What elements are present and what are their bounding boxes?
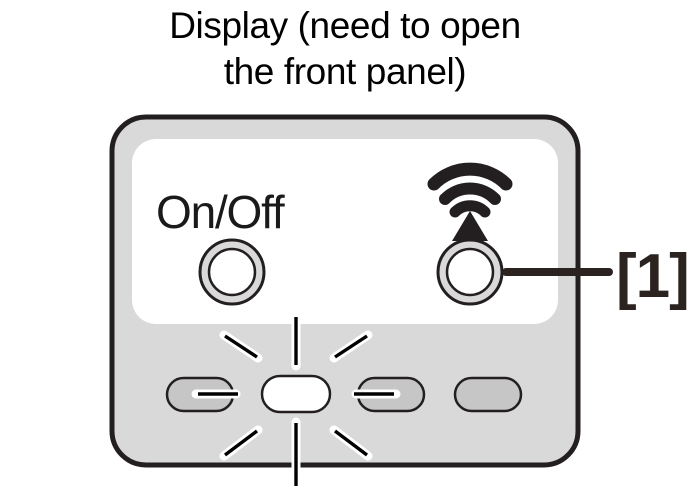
power-button-label: On/Off — [156, 186, 285, 238]
wifi-arc-outer — [427, 162, 513, 191]
ray-downright — [333, 429, 369, 457]
ray-downleft — [223, 429, 259, 457]
caption-line-2: the front panel) — [224, 51, 466, 92]
led-2-lit[interactable] — [260, 374, 332, 414]
ray-upleft — [224, 334, 258, 359]
figure-caption: Display (need to open the front panel) — [169, 5, 521, 92]
ray-upright — [334, 334, 368, 359]
wifi-triangle-icon — [452, 211, 488, 241]
led-4[interactable] — [453, 376, 523, 413]
power-button[interactable] — [198, 238, 266, 306]
callout-label: [1] — [616, 242, 689, 311]
caption-line-1: Display (need to open — [169, 5, 521, 46]
wifi-arc-middle — [439, 182, 501, 205]
wifi-arc-inner — [449, 200, 491, 218]
power-button-inner-ring — [207, 247, 257, 297]
blinking-rays — [198, 317, 394, 486]
wifi-button[interactable] — [436, 238, 504, 306]
callout-1: [1] — [502, 242, 690, 311]
wifi-signal-icon — [427, 162, 513, 241]
control-panel — [109, 114, 581, 468]
wifi-button-inner-ring — [445, 247, 495, 297]
